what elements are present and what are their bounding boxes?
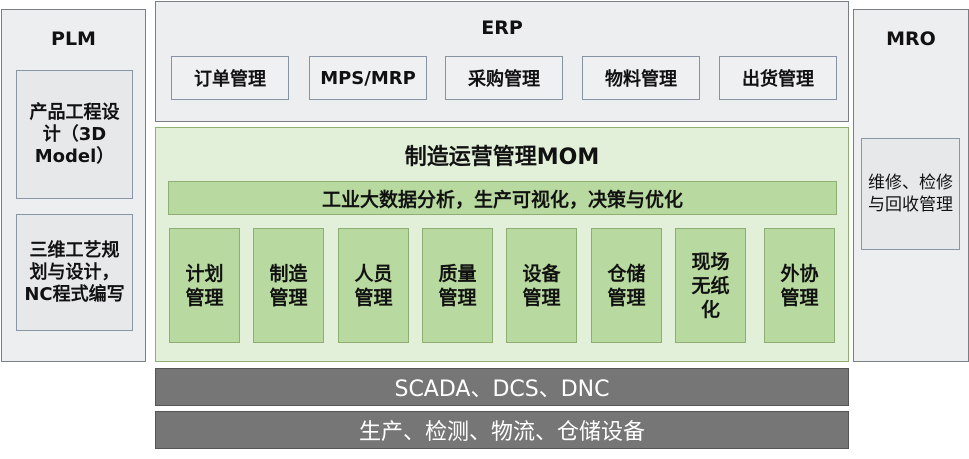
equipment-layer-bar: 生产、检测、物流、仓储设备 (155, 411, 849, 449)
mom-module-outsourcing: 外协管理 (764, 228, 835, 343)
mom-module-label: 制造管理 (269, 262, 308, 309)
equipment-layer-label: 生产、检测、物流、仓储设备 (358, 420, 645, 445)
mom-analytics-label: 工业大数据分析，生产可视化，决策与优化 (321, 188, 683, 211)
mom-module-label: 计划管理 (185, 262, 224, 309)
mom-module-label: 现场无纸化 (691, 250, 730, 321)
mom-module-label: 外协管理 (780, 262, 819, 309)
erp-item-label: 物料管理 (605, 69, 677, 90)
mom-title: 制造运营管理MOM (404, 145, 600, 170)
erp-item-label: 采购管理 (468, 69, 540, 90)
erp-item-shipping: 出货管理 (719, 56, 837, 100)
control-layer-label: SCADA、DCS、DNC (394, 377, 610, 402)
plm-item-product-design: 产品工程设计（3D Model） (16, 70, 133, 199)
mom-module-warehouse: 仓储管理 (591, 228, 662, 343)
mom-module-personnel: 人员管理 (338, 228, 409, 343)
control-layer-bar: SCADA、DCS、DNC (155, 368, 849, 406)
erp-item-label: MPS/MRP (320, 67, 416, 89)
plm-panel: PLM 产品工程设计（3D Model） 三维工艺规划与设计，NC程式编写 (1, 9, 146, 362)
erp-item-purchasing: 采购管理 (445, 56, 563, 100)
mro-item-label: 维修、检修与回收管理 (868, 173, 953, 215)
erp-item-material: 物料管理 (582, 56, 700, 100)
mom-module-quality: 质量管理 (422, 228, 493, 343)
plm-item-label: 三维工艺规划与设计，NC程式编写 (24, 239, 125, 305)
erp-panel: ERP 订单管理 MPS/MRP 采购管理 物料管理 出货管理 (155, 1, 849, 122)
mom-analytics-bar: 工业大数据分析，生产可视化，决策与优化 (168, 181, 837, 215)
mom-module-manufacturing: 制造管理 (253, 228, 324, 343)
mom-module-paperless: 现场无纸化 (675, 228, 746, 343)
mom-module-label: 质量管理 (438, 262, 477, 309)
mro-title: MRO (886, 28, 936, 50)
erp-item-label: 订单管理 (194, 69, 266, 90)
mom-panel: 制造运营管理MOM 工业大数据分析，生产可视化，决策与优化 计划管理 制造管理 … (155, 127, 849, 362)
plm-item-process-planning: 三维工艺规划与设计，NC程式编写 (16, 214, 133, 331)
mom-module-label: 仓储管理 (607, 262, 646, 309)
erp-item-label: 出货管理 (742, 69, 814, 90)
erp-item-mps-mrp: MPS/MRP (309, 56, 427, 100)
mro-item-maintenance: 维修、检修与回收管理 (861, 138, 960, 250)
mom-module-label: 设备管理 (522, 262, 561, 309)
mom-module-equipment: 设备管理 (506, 228, 577, 343)
plm-title: PLM (51, 28, 96, 50)
plm-item-label: 产品工程设计（3D Model） (29, 101, 120, 167)
mom-module-planning: 计划管理 (169, 228, 240, 343)
erp-title: ERP (481, 17, 523, 39)
mom-module-label: 人员管理 (354, 262, 393, 309)
mro-panel: MRO 维修、检修与回收管理 (853, 9, 969, 362)
erp-item-order: 订单管理 (171, 56, 289, 100)
